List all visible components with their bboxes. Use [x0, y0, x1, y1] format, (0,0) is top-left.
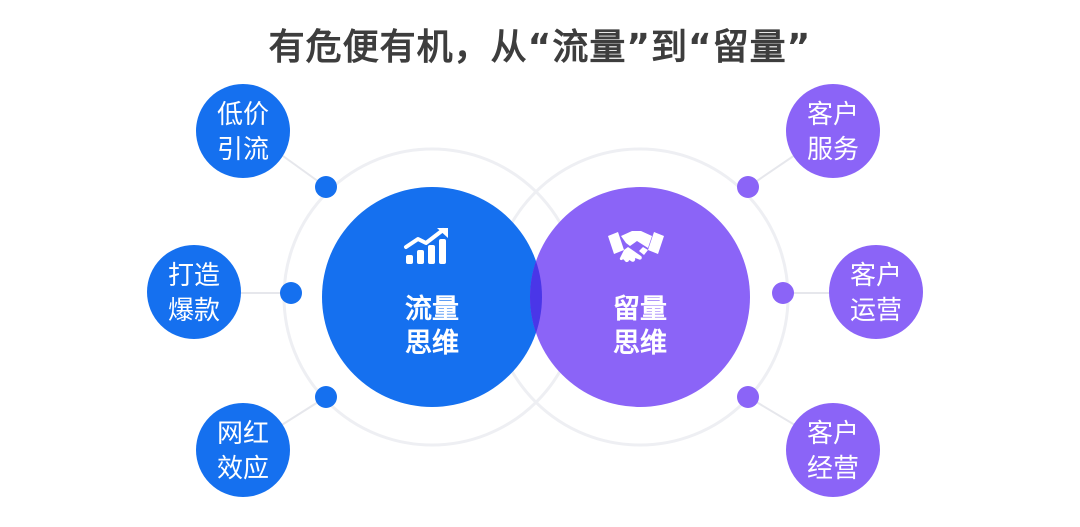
- right-node-1: [786, 84, 880, 178]
- right-node-3: [786, 403, 880, 497]
- traffic-thinking-circle: [322, 187, 542, 407]
- growth-chart-icon: [404, 228, 448, 264]
- right-node-2-line1: 客户: [850, 261, 902, 291]
- retention-thinking-circle: [530, 187, 750, 407]
- handshake-icon: [608, 231, 664, 263]
- diagram-title: 有危便有机，从“流量”到“留量”: [268, 27, 812, 68]
- left-node-1-line2: 引流: [217, 135, 269, 165]
- connector-dot: [280, 282, 302, 304]
- left-node-2-line1: 打造: [168, 261, 220, 291]
- left-node-3: [196, 403, 290, 497]
- retention-circle-line1: 留量: [613, 294, 667, 325]
- left-node-3-line2: 效应: [217, 454, 269, 484]
- left-node-1-line1: 低价: [217, 100, 269, 130]
- left-node-2: [147, 245, 241, 339]
- left-node-2-line2: 爆款: [168, 296, 220, 326]
- right-node-2: [829, 245, 923, 339]
- right-node-3-line1: 客户: [807, 419, 859, 449]
- traffic-circle-line1: 流量: [405, 294, 459, 325]
- left-node-1: [196, 84, 290, 178]
- connector-dot: [315, 386, 337, 408]
- traffic-circle-line2: 思维: [405, 328, 459, 359]
- connector-dot: [772, 282, 794, 304]
- left-node-3-line1: 网红: [217, 419, 269, 449]
- right-node-1-line1: 客户: [807, 100, 859, 130]
- right-node-1-line2: 服务: [807, 135, 859, 165]
- right-node-2-line2: 运营: [850, 296, 902, 326]
- connector-dot: [315, 176, 337, 198]
- retention-circle-line2: 思维: [613, 328, 667, 359]
- right-node-3-line2: 经营: [807, 454, 859, 484]
- connector-dot: [737, 386, 759, 408]
- connector-dot: [737, 176, 759, 198]
